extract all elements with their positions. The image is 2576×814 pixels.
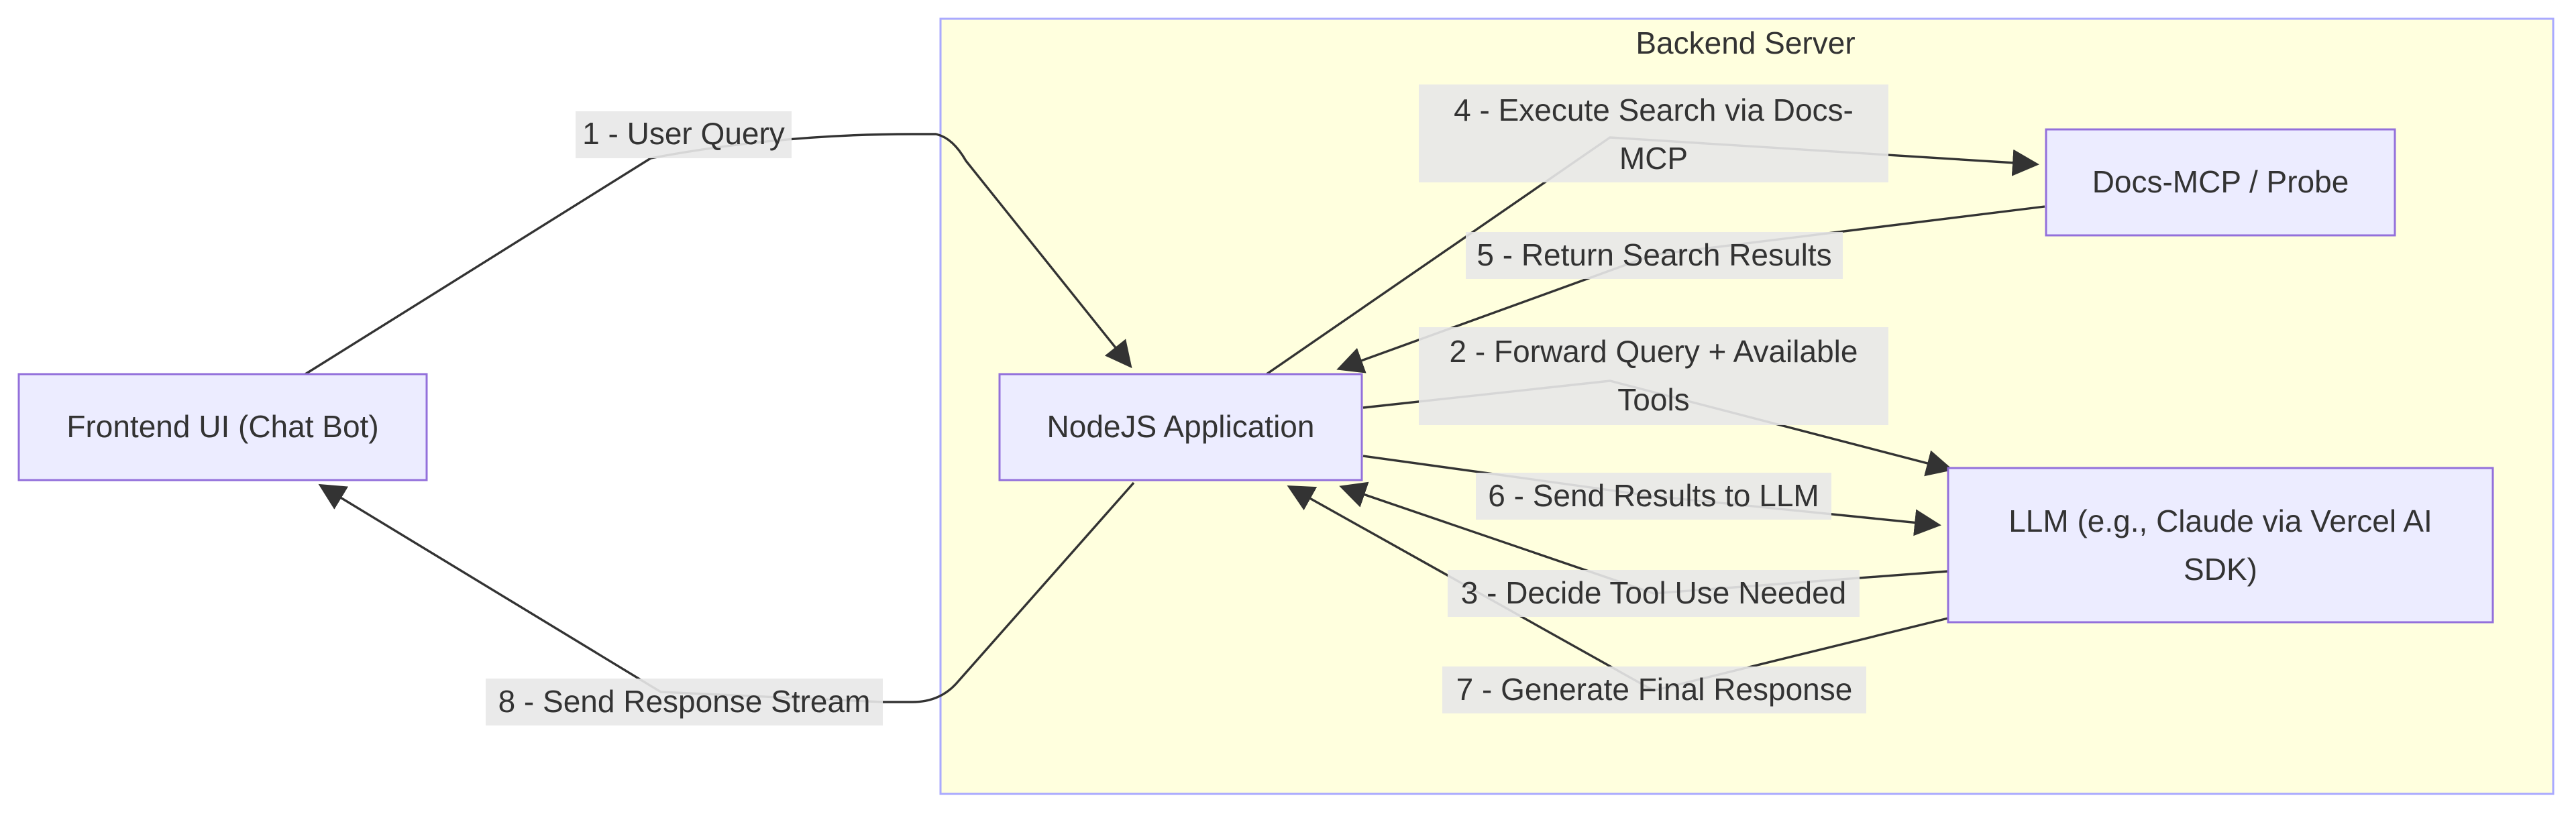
node-llm[interactable]: LLM (e.g., Claude via Vercel AI SDK) bbox=[1947, 467, 2494, 624]
edge-label-text-line1: 2 - Forward Query + Available bbox=[1450, 334, 1858, 369]
edge-label-generate-final-response: 7 - Generate Final Response bbox=[1442, 666, 1866, 713]
edge-label-send-response-stream: 8 - Send Response Stream bbox=[486, 679, 883, 725]
edge-label-text-line2: MCP bbox=[1619, 141, 1688, 176]
node-docs-mcp-probe[interactable]: Docs-MCP / Probe bbox=[2045, 128, 2396, 237]
node-llm-label-line1: LLM (e.g., Claude via Vercel AI bbox=[2008, 504, 2432, 538]
edge-label-user-query: 1 - User Query bbox=[576, 111, 792, 158]
node-nodejs-application[interactable]: NodeJS Application bbox=[998, 373, 1363, 481]
edge-label-bg bbox=[1476, 473, 1831, 520]
edge-label-bg bbox=[1466, 232, 1843, 279]
edge-label-bg bbox=[576, 111, 792, 158]
node-nodejs-label: NodeJS Application bbox=[1047, 409, 1315, 444]
edge-label-text: 5 - Return Search Results bbox=[1477, 237, 1831, 272]
node-llm-label-line2: SDK) bbox=[2184, 552, 2257, 587]
node-docs-label: Docs-MCP / Probe bbox=[2092, 164, 2349, 199]
node-llm-box bbox=[1947, 467, 2494, 624]
edge-label-decide-tool-use: 3 - Decide Tool Use Needed bbox=[1448, 570, 1860, 617]
edge-label-send-results-to-llm: 6 - Send Results to LLM bbox=[1476, 473, 1831, 520]
node-frontend-label: Frontend UI (Chat Bot) bbox=[66, 409, 378, 444]
edge-label-text: 1 - User Query bbox=[582, 116, 785, 151]
edge-label-forward-query: 2 - Forward Query + Available Tools bbox=[1419, 327, 1888, 425]
edge-label-bg bbox=[1448, 570, 1860, 617]
edge-label-bg bbox=[486, 679, 883, 725]
edge-label-bg bbox=[1442, 666, 1866, 713]
node-frontend-box bbox=[17, 373, 428, 481]
cluster-title: Backend Server bbox=[1635, 25, 1855, 60]
edge-label-execute-search: 4 - Execute Search via Docs- MCP bbox=[1419, 84, 1888, 182]
node-nodejs-box bbox=[998, 373, 1363, 481]
edge-label-text-line1: 4 - Execute Search via Docs- bbox=[1454, 93, 1854, 127]
node-docs-box bbox=[2045, 128, 2396, 237]
edge-label-bg bbox=[1419, 84, 1888, 182]
edge-label-text: 6 - Send Results to LLM bbox=[1488, 478, 1819, 513]
edge-label-text: 7 - Generate Final Response bbox=[1456, 672, 1853, 707]
edge-send-response-stream bbox=[318, 481, 1135, 703]
edge-label-bg bbox=[1419, 327, 1888, 425]
edge-label-text: 8 - Send Response Stream bbox=[498, 684, 871, 719]
node-frontend-ui[interactable]: Frontend UI (Chat Bot) bbox=[17, 373, 428, 481]
edge-label-text-line2: Tools bbox=[1617, 382, 1689, 417]
edge-label-text: 3 - Decide Tool Use Needed bbox=[1461, 575, 1846, 610]
edge-label-return-search-results: 5 - Return Search Results bbox=[1466, 232, 1843, 279]
